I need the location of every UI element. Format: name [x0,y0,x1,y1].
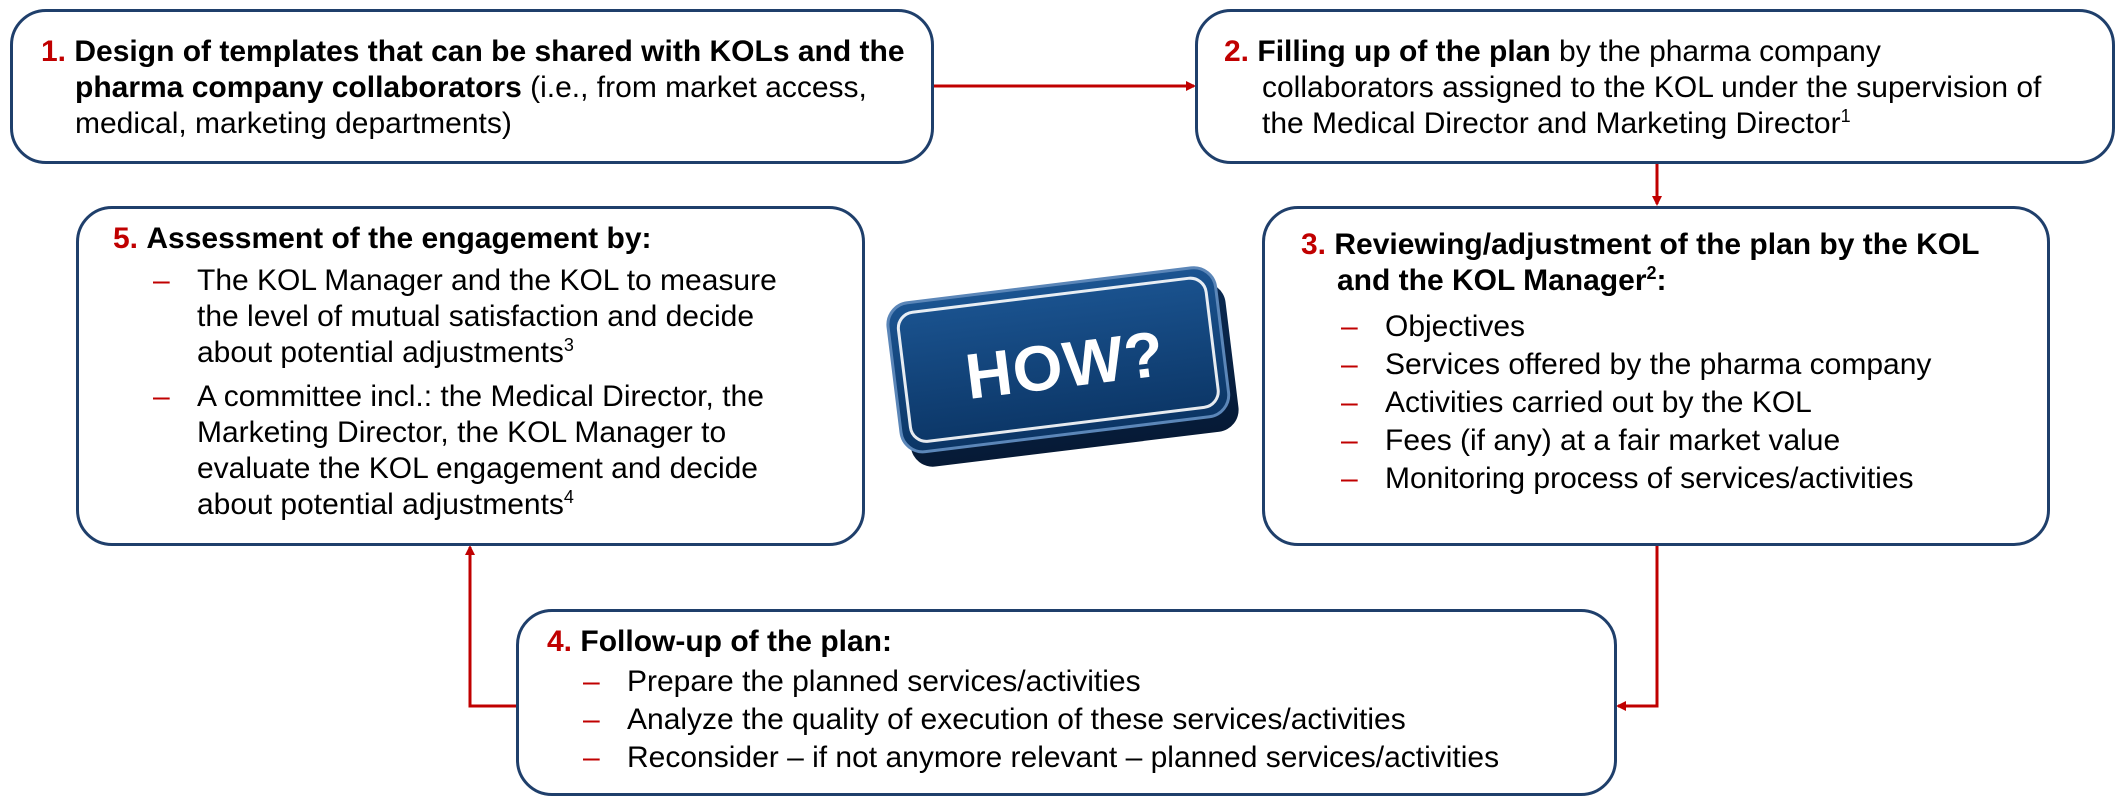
how-label: HOW? [961,317,1169,413]
step4-list: Prepare the planned services/activities … [583,664,1594,776]
step2-bold: Filling up of the plan [1257,35,1551,68]
step5-heading: 5. Assessment of the engagement by: [113,221,842,257]
step2-line2: collaborators assigned to the KOL under … [1262,71,2042,104]
step5-item2-line2: Marketing Director, the KOL Manager to [197,416,727,449]
step1-line2: pharma company collaborators (i.e., from… [41,70,907,106]
step5-number: 5. [113,222,139,255]
step5-box: 5. Assessment of the engagement by: The … [76,206,865,546]
step5-item-1: The KOL Manager and the KOL to measure t… [153,263,842,371]
step3-footnote: 2 [1646,263,1657,283]
step4-box: 4. Follow-up of the plan: Prepare the pl… [516,609,1617,796]
step3-bold1: Reviewing/adjustment of the plan by the … [1334,228,1980,261]
step2-rest1: by the pharma company [1550,35,1881,68]
step5-item2-line4: about potential adjustments4 [197,487,842,523]
step5-item2-line4-text: about potential adjustments [197,488,564,521]
step3-colon: : [1656,264,1667,297]
step4-title: Follow-up of the plan: [580,625,892,658]
step3-heading: 3. Reviewing/adjustment of the plan by t… [1301,227,2027,263]
step5-item2-footnote: 4 [563,487,574,507]
step3-item-2: Services offered by the pharma company [1341,347,2027,383]
step5-list: The KOL Manager and the KOL to measure t… [153,263,842,523]
step4-number: 4. [547,625,573,658]
step2-line3: the Medical Director and Marketing Direc… [1224,106,2088,142]
how-button-shape [886,266,1239,467]
step1-bold2: pharma company collaborators [75,71,522,104]
step2-line1: 2. Filling up of the plan by the pharma … [1224,34,2088,70]
step5-item1-line1: The KOL Manager and the KOL to measure [197,264,777,297]
arrow-step3-to-step4 [1616,546,1659,711]
step4-heading: 4. Follow-up of the plan: [547,624,1594,660]
step3-item-3: Activities carried out by the KOL [1341,385,2027,421]
step1-line1: 1. Design of templates that can be share… [41,34,907,70]
step5-item-2: A committee incl.: the Medical Director,… [153,379,842,523]
step5-item1-line2: the level of mutual satisfaction and dec… [197,300,755,333]
step2-line3-text: the Medical Director and Marketing Direc… [1262,107,1841,140]
how-button: HOW? [880,250,1250,480]
step3-item-4: Fees (if any) at a fair market value [1341,423,2027,459]
step4-item-2: Analyze the quality of execution of thes… [583,702,1594,738]
step4-item-3: Reconsider – if not anymore relevant – p… [583,740,1594,776]
step5-item1-line3-text: about potential adjustments [197,336,564,369]
step5-item1-footnote: 3 [563,335,574,355]
step1-box: 1. Design of templates that can be share… [10,9,934,164]
step2-footnote: 1 [1840,106,1851,126]
step3-heading-line2: and the KOL Manager2: [1301,263,2027,299]
step1-line3: medical, marketing departments) [75,107,512,140]
step5-item2-line3: evaluate the KOL engagement and decide [197,452,758,485]
step3-item-1: Objectives [1341,309,2027,345]
step3-list: Objectives Services offered by the pharm… [1341,309,2027,497]
step1-rest2: (i.e., from market access, [521,71,867,104]
step3-number: 3. [1301,228,1327,261]
step2-number: 2. [1224,35,1250,68]
step4-item-1: Prepare the planned services/activities [583,664,1594,700]
step5-item2-line1: A committee incl.: the Medical Director,… [197,380,764,413]
step3-bold2: and the KOL Manager [1337,264,1647,297]
step3-box: 3. Reviewing/adjustment of the plan by t… [1262,206,2050,546]
step1-number: 1. [41,35,67,68]
step2-box: 2. Filling up of the plan by the pharma … [1195,9,2115,164]
step5-title: Assessment of the engagement by: [146,222,652,255]
step1-bold1: Design of templates that can be shared w… [74,35,905,68]
arrow-step4-to-step5 [465,545,516,708]
step5-item1-line3: about potential adjustments3 [197,335,842,371]
step3-item-5: Monitoring process of services/activitie… [1341,461,2027,497]
